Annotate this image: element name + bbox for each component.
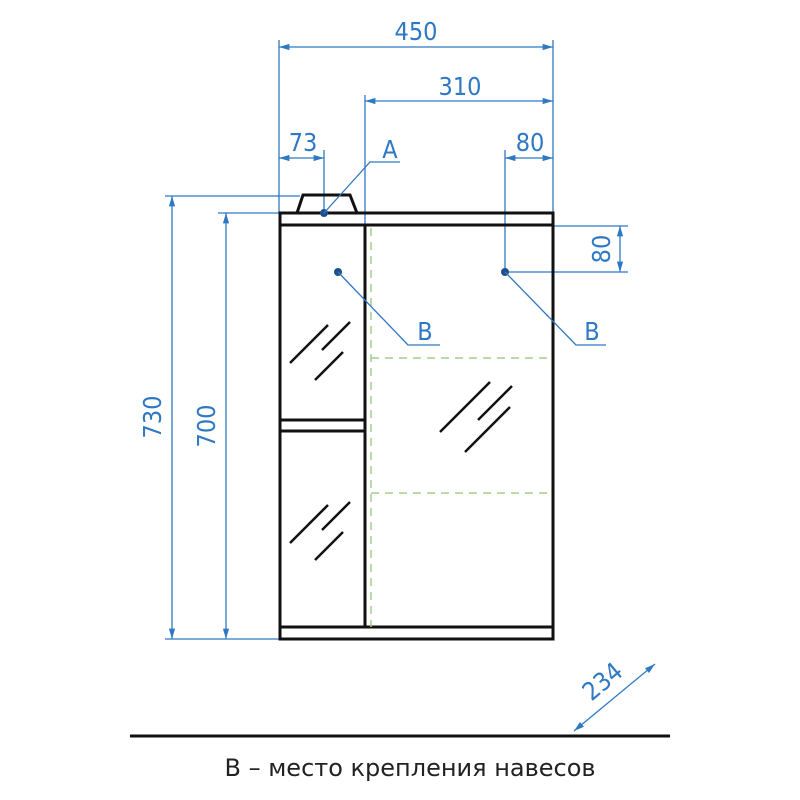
dimension-310: 310	[365, 72, 553, 105]
svg-text:B: B	[584, 317, 599, 346]
svg-text:A: A	[382, 135, 398, 164]
svg-text:450: 450	[395, 17, 438, 46]
callout-b-right: B	[501, 268, 606, 346]
svg-text:730: 730	[138, 396, 167, 439]
dimension-80-right: 80	[587, 226, 624, 272]
svg-text:B: B	[417, 317, 432, 346]
dimension-450: 450	[279, 17, 553, 51]
callout-b-left: B	[334, 268, 440, 346]
extension-lines	[165, 40, 628, 640]
glass-hatch-marks	[289, 321, 513, 561]
svg-text:80: 80	[516, 128, 545, 157]
svg-text:310: 310	[439, 72, 482, 101]
svg-text:80: 80	[587, 235, 616, 264]
dimension-234: 234	[573, 657, 656, 732]
svg-text:234: 234	[577, 657, 629, 707]
dimension-73: 73	[279, 128, 324, 162]
dimension-80-top: 80	[505, 128, 553, 162]
svg-text:73: 73	[289, 128, 318, 157]
cabinet-outline	[278, 193, 555, 641]
dimension-700: 700	[192, 213, 230, 639]
caption: В – место крепления навесов	[224, 754, 595, 782]
svg-text:700: 700	[192, 405, 221, 448]
hidden-shelves	[370, 228, 553, 627]
callout-a: A	[320, 135, 400, 217]
dimension-730: 730	[138, 196, 176, 639]
